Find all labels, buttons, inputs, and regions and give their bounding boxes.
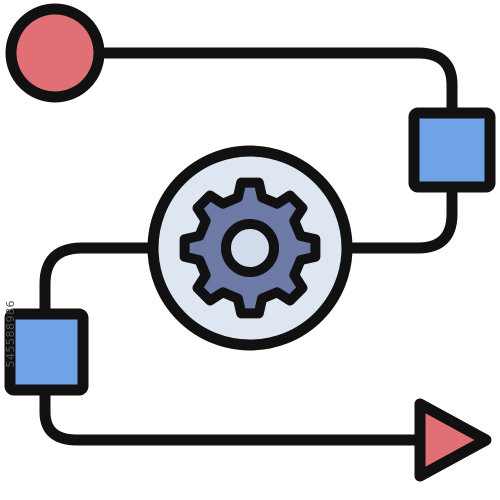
watermark-id-text: 545588986 (4, 300, 17, 368)
upper-step-node-square (408, 107, 496, 193)
start-node-circle (5, 3, 105, 103)
path-upper-step-to-gear (344, 182, 458, 254)
path-start-to-upper-step (94, 47, 458, 118)
gear-hub (221, 219, 279, 277)
path-lower-step-to-end (39, 386, 424, 446)
connector-paths (39, 47, 458, 446)
end-arrow-triangle (414, 398, 492, 482)
lower-step-node-square (4, 308, 89, 396)
path-gear-to-lower-step (39, 242, 156, 320)
